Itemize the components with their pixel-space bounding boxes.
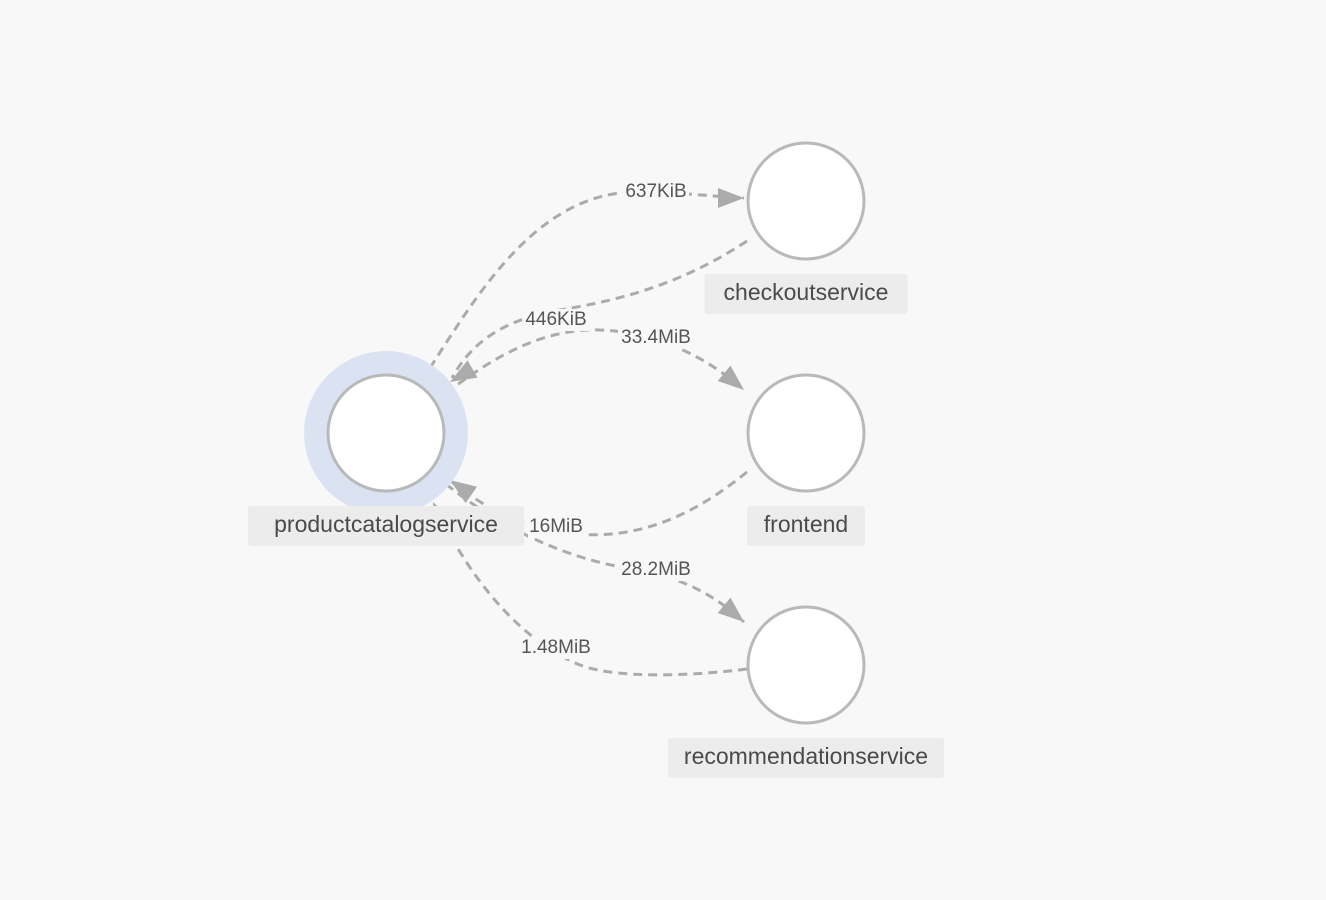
edge-label-text: 1.48MiB xyxy=(521,637,591,658)
edges-layer xyxy=(428,188,748,677)
edge-path[interactable] xyxy=(445,328,745,395)
edge-label-background xyxy=(623,181,689,203)
edge-label: 637KiB xyxy=(623,181,689,203)
edge-label-text: 33.4MiB xyxy=(621,327,691,348)
edge-label-text: 637KiB xyxy=(625,181,686,202)
edge-labels-layer: 637KiB 446KiB 33.4MiB 16MiB 28.2MiB 1.48MiB xyxy=(518,181,694,659)
node-productcatalogservice[interactable]: productcatalogservice xyxy=(247,351,525,546)
edge-arrowhead-icon xyxy=(450,480,478,504)
edge-path[interactable] xyxy=(428,190,745,369)
node-label-background xyxy=(747,506,865,546)
node-circle[interactable] xyxy=(746,605,866,725)
edge-arrowhead-icon xyxy=(718,188,744,208)
edge-label: 446KiB xyxy=(523,309,589,331)
node-label-background xyxy=(247,506,525,546)
edge-label-background xyxy=(518,637,594,659)
edge-productcatalogservice-to-frontend[interactable] xyxy=(445,328,745,395)
edge-path[interactable] xyxy=(451,470,748,537)
node-label-background xyxy=(704,274,908,314)
edge-label-background xyxy=(618,559,694,581)
node-circle[interactable] xyxy=(746,141,866,261)
node-recommendationservice[interactable]: recommendationservice xyxy=(667,605,945,778)
edge-label-background xyxy=(528,516,584,538)
edge-productcatalogservice-to-recommendationservice[interactable] xyxy=(445,482,746,624)
node-label-background xyxy=(667,738,945,778)
node-circle[interactable] xyxy=(326,373,446,493)
edge-frontend-to-productcatalogservice[interactable] xyxy=(450,470,748,537)
edge-label-text: 16MiB xyxy=(529,516,583,537)
edge-label-background xyxy=(618,327,694,349)
node-label[interactable]: frontend xyxy=(764,511,848,537)
node-label[interactable]: checkoutservice xyxy=(724,279,889,305)
node-checkoutservice[interactable]: checkoutservice xyxy=(704,141,908,314)
edge-label: 33.4MiB xyxy=(618,327,694,349)
nodes-layer: productcatalogservice checkoutservice fron… xyxy=(247,141,945,778)
node-label[interactable]: recommendationservice xyxy=(684,743,928,769)
node-frontend[interactable]: frontend xyxy=(746,373,866,546)
node-circle[interactable] xyxy=(746,373,866,493)
edge-path[interactable] xyxy=(450,239,748,379)
edge-label: 16MiB xyxy=(528,516,584,538)
edge-label: 1.48MiB xyxy=(518,637,594,659)
edge-label-background xyxy=(523,309,589,331)
edge-productcatalogservice-to-checkoutservice[interactable] xyxy=(428,188,745,369)
edge-label: 28.2MiB xyxy=(618,559,694,581)
edge-label-text: 446KiB xyxy=(525,309,586,330)
edge-checkoutservice-to-productcatalogservice[interactable] xyxy=(450,239,748,382)
edge-arrowhead-icon xyxy=(717,365,744,390)
edge-path[interactable] xyxy=(445,482,746,624)
edge-path[interactable] xyxy=(432,503,748,677)
edge-arrowhead-icon xyxy=(450,360,478,382)
edge-arrowhead-icon xyxy=(717,597,744,622)
edge-label-text: 28.2MiB xyxy=(621,559,691,580)
node-label[interactable]: productcatalogservice xyxy=(274,511,498,537)
